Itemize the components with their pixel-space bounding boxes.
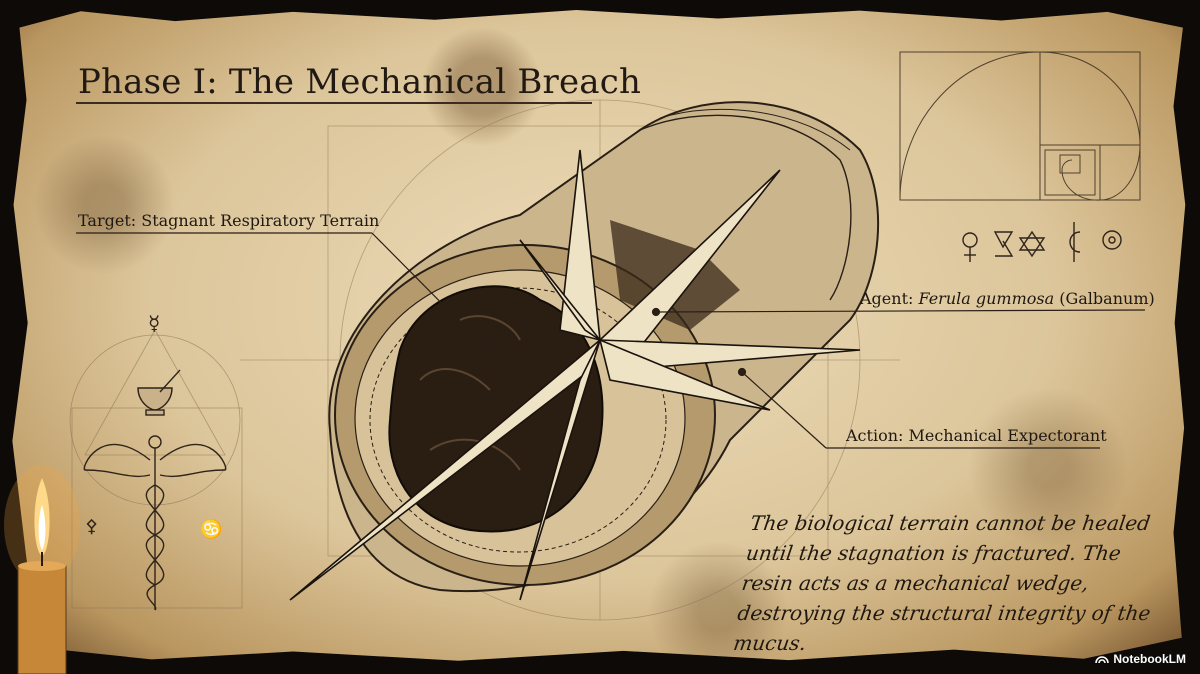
brand-name: NotebookLM — [1113, 652, 1186, 666]
callout-agent-prefix: Agent: — [860, 289, 919, 308]
caduceus-icon: ☿ ⚴ ♋ — [69, 311, 243, 611]
svg-text:⚴: ⚴ — [85, 516, 98, 537]
callout-agent-species: Ferula gummosa — [918, 289, 1055, 308]
mortar-pestle-icon — [137, 369, 181, 416]
fracture-shards — [289, 149, 861, 601]
svg-text:♋: ♋ — [200, 518, 222, 540]
callout-agent-suffix: (Galbanum) — [1054, 289, 1155, 308]
brand-watermark: NotebookLM — [1095, 652, 1186, 666]
candle-icon — [4, 465, 80, 674]
golden-spiral-icon — [899, 51, 1141, 201]
alchemy-symbols-icon — [962, 222, 1122, 262]
svg-text:☿: ☿ — [148, 311, 160, 335]
page-title: Phase I: The Mechanical Breach — [78, 62, 642, 102]
mucus-mass — [388, 285, 604, 533]
title-underline — [76, 102, 592, 104]
notebook-logo-icon — [1095, 656, 1110, 664]
handwritten-note: The biological terrain cannot be healed … — [731, 511, 1153, 655]
callout-agent: Agent: Ferula gummosa (Galbanum) — [860, 289, 1155, 308]
callout-target: Target: Stagnant Respiratory Terrain — [78, 211, 380, 230]
callout-action: Action: Mechanical Expectorant — [846, 426, 1107, 445]
leader-lines — [76, 232, 1146, 449]
